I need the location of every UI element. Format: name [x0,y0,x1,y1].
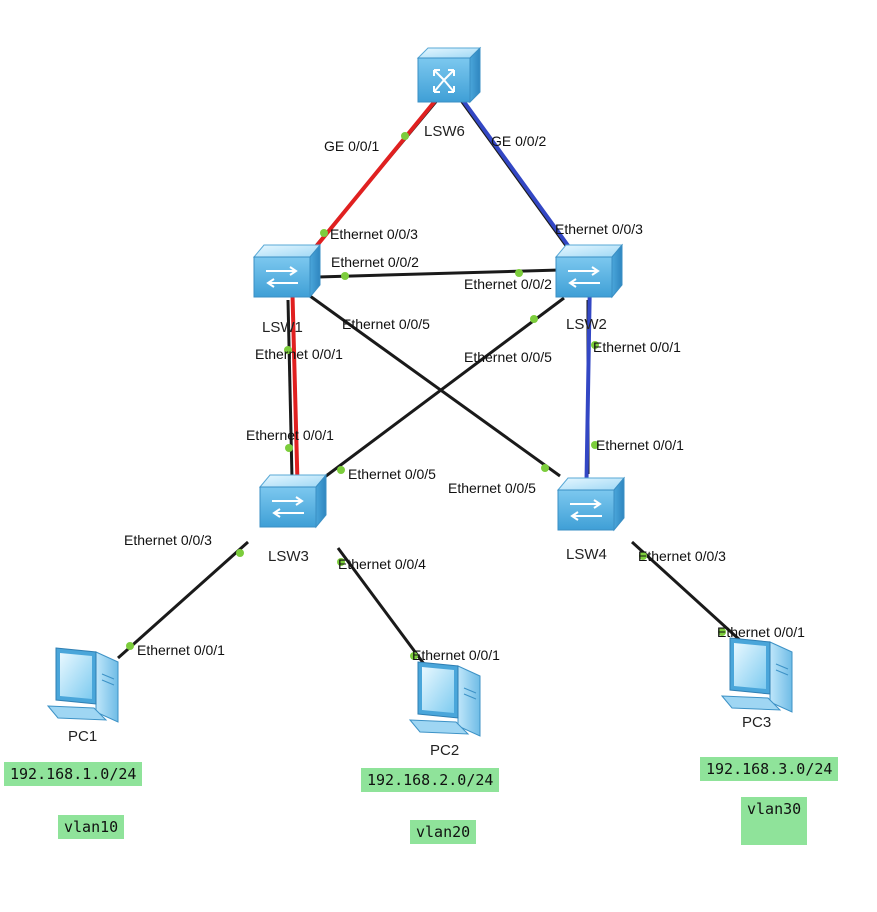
port-label: Ethernet 0/0/3 [638,548,726,564]
port-dot [541,464,549,472]
lsw2-label: LSW2 [566,316,607,333]
pc1-computer-icon[interactable] [47,647,119,723]
lsw4-switch-icon[interactable] [557,477,625,531]
lsw3-label: LSW3 [268,548,309,565]
link-lsw4-pc3 [630,540,744,644]
lsw1-label: LSW1 [262,319,303,336]
subnet-label-pc1: 192.168.1.0/24 [4,762,143,786]
lsw6-label: LSW6 [424,123,465,140]
port-label: Ethernet 0/0/2 [464,276,552,292]
vlan-label-pc2: vlan20 [410,820,477,844]
lsw4-label: LSW4 [566,546,607,563]
port-label: Ethernet 0/0/1 [246,427,334,443]
port-label: Ethernet 0/0/1 [593,339,681,355]
port-dot [236,549,244,557]
lsw2-switch-icon[interactable] [555,244,623,298]
link-lsw3-pc2 [336,547,426,665]
port-label: Ethernet 0/0/3 [555,221,643,237]
port-label: Ethernet 0/0/3 [330,226,418,242]
port-label: Ethernet 0/0/5 [342,316,430,332]
lsw1-switch-icon[interactable] [253,244,321,298]
pc2-computer-icon[interactable] [409,661,481,737]
link-lsw2-lsw3 [317,296,565,484]
port-label: Ethernet 0/0/3 [124,532,212,548]
port-dot [337,558,345,566]
port-dot [285,444,293,452]
port-dot [126,642,134,650]
port-dot [401,132,409,140]
port-dot [591,341,599,349]
port-dot [341,272,349,280]
port-dot [284,346,292,354]
vlan-label-pc1: vlan10 [58,815,125,839]
lsw3-switch-icon[interactable] [259,474,327,528]
port-dot [410,652,418,660]
subnet-label-pc3: 192.168.3.0/24 [700,757,839,781]
port-dot [718,628,726,636]
port-label: Ethernet 0/0/1 [412,647,500,663]
port-label: Ethernet 0/0/1 [137,642,225,658]
pc3-label: PC3 [742,714,771,731]
port-label: Ethernet 0/0/5 [348,466,436,482]
port-label: Ethernet 0/0/1 [596,437,684,453]
port-label: Ethernet 0/0/2 [331,254,419,270]
port-dot [515,269,523,277]
port-dot [639,552,647,560]
pc3-computer-icon[interactable] [721,637,793,713]
port-dot [591,441,599,449]
pc2-label: PC2 [430,742,459,759]
port-label: Ethernet 0/0/5 [448,480,536,496]
port-dot [337,466,345,474]
port-label: GE 0/0/2 [491,133,546,149]
link-lsw1-lsw4 [309,294,561,478]
lsw6-switch-icon[interactable] [417,47,481,103]
port-dot [320,229,328,237]
port-label: Ethernet 0/0/5 [464,349,552,365]
subnet-label-pc2: 192.168.2.0/24 [361,768,500,792]
pc1-label: PC1 [68,728,97,745]
port-label: Ethernet 0/0/4 [338,556,426,572]
port-label: Ethernet 0/0/1 [717,624,805,640]
port-label: GE 0/0/1 [324,138,379,154]
port-dot [530,315,538,323]
port-label: Ethernet 0/0/1 [255,346,343,362]
link-lsw3-pc1 [117,540,249,660]
blue-path [452,86,593,511]
vlan-label-pc3: vlan30 [741,797,808,845]
